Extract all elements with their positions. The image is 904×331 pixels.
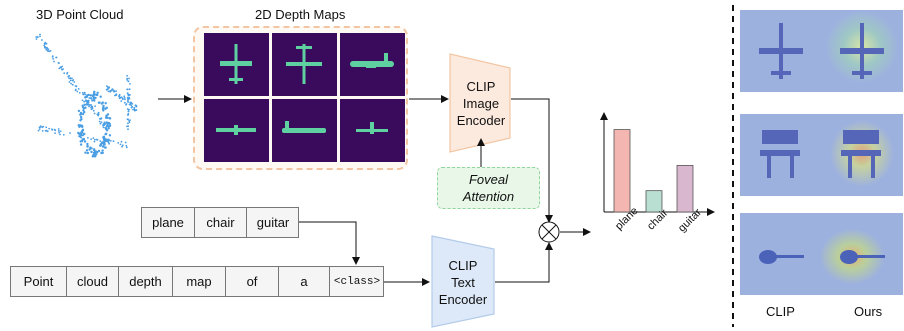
heatmap-clip-guitar (740, 213, 822, 295)
prompt-token: depth (119, 267, 173, 296)
text-encoder-line-1: CLIP (448, 257, 478, 273)
depth-map-side-2 (272, 99, 337, 162)
depth-map-top (204, 33, 269, 96)
text-encoder-shape (431, 235, 495, 328)
text-encoder-label: CLIP Text Encoder (432, 250, 494, 314)
heatmap-grid: CLIP Ours (740, 10, 903, 319)
arrow-image-to-mult (511, 98, 553, 223)
point-cloud-title: 3D Point Cloud (36, 7, 124, 22)
foveal-attention-box: Foveal Attention (437, 167, 540, 209)
chart-bar-plane (613, 129, 631, 213)
arrow-text-to-mult (495, 242, 553, 283)
multiply-symbol (538, 221, 560, 243)
image-encoder-line-3: Encoder (456, 112, 506, 128)
class-token: plane (142, 208, 195, 237)
heatmap-clip-plane (740, 10, 822, 92)
image-encoder-line-2: Image (462, 95, 500, 111)
class-token: guitar (256, 215, 290, 230)
heatmap-clip-chair (740, 114, 822, 196)
foveal-line-2: Attention (462, 189, 515, 204)
prompt-token: of (226, 267, 279, 296)
prompt-tokens: Point cloud depth map of a <class> (10, 266, 384, 297)
depth-map-rear (340, 99, 405, 162)
image-encoder-line-1: CLIP (466, 78, 496, 94)
arrow-classes-to-prompt (299, 221, 360, 265)
text-encoder-line-2: Text (451, 274, 475, 290)
depth-map-front (272, 33, 337, 96)
chart-bar-guitar (676, 165, 694, 213)
heatmap-ours-chair (821, 114, 903, 196)
compare-label-ours: Ours (854, 304, 883, 319)
class-list: plane chair guitar (141, 207, 299, 238)
prompt-token-class: <class> (333, 275, 381, 288)
prompt-token: map (173, 267, 226, 296)
prompt-token: a (279, 267, 330, 296)
class-token: chair (195, 208, 247, 237)
prompt-token: cloud (67, 267, 119, 296)
depth-map-bottom (204, 99, 269, 162)
heatmap-ours-plane (821, 10, 903, 92)
image-encoder-label: CLIP Image Encoder (450, 68, 512, 138)
depth-map-side (340, 33, 405, 96)
foveal-line-1: Foveal (468, 172, 509, 187)
prompt-token: Point (11, 267, 67, 296)
point-cloud-image (35, 33, 138, 158)
heatmap-ours-guitar (821, 213, 903, 295)
depth-maps-title: 2D Depth Maps (255, 7, 346, 22)
image-encoder-shape (449, 53, 511, 153)
chart-bar-chair (645, 190, 663, 213)
compare-label-clip: CLIP (766, 304, 795, 319)
text-encoder-line-3: Encoder (438, 291, 488, 307)
depth-maps-grid (204, 33, 407, 162)
